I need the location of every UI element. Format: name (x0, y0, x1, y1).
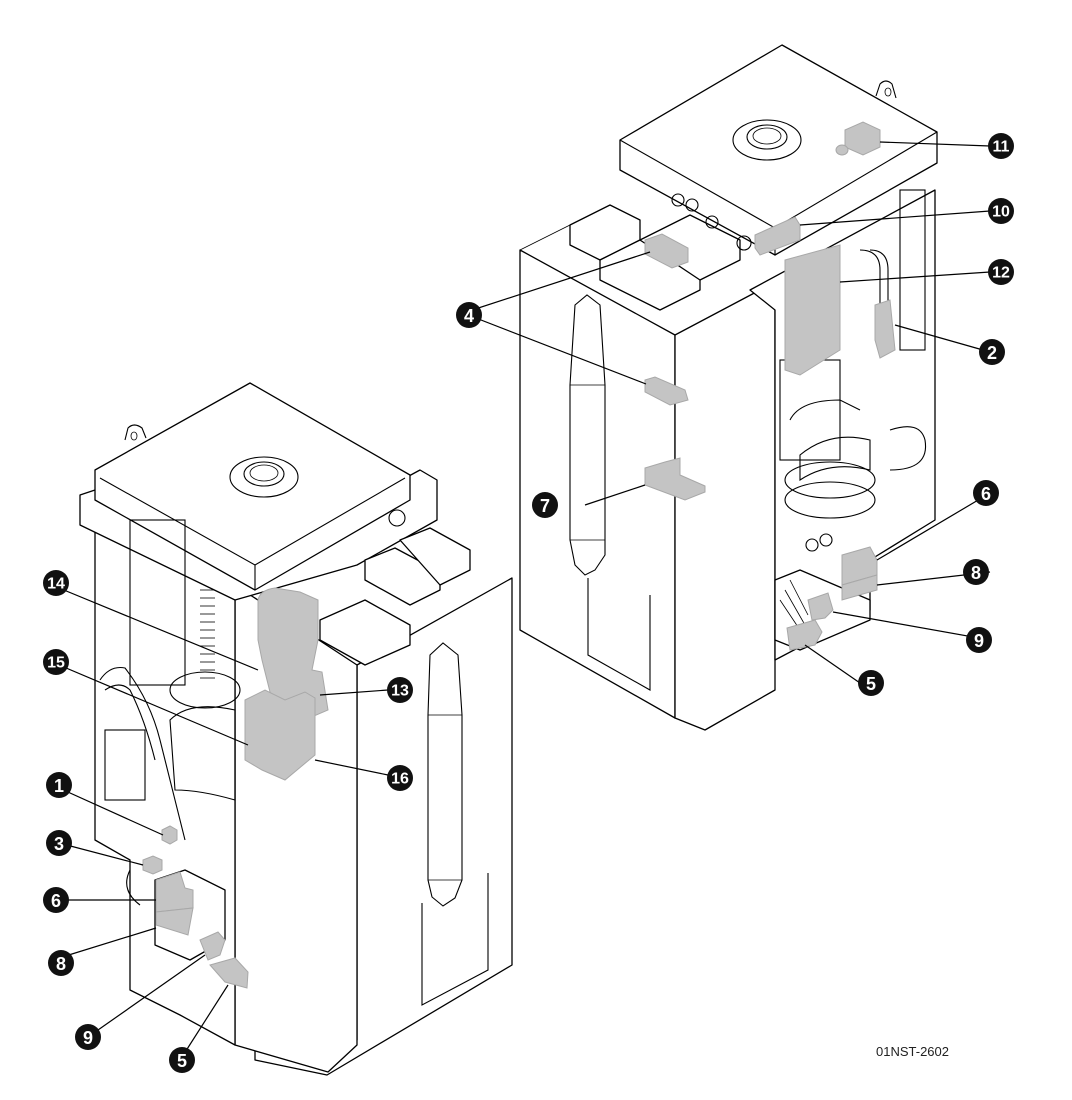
right-lid-knob-inner (746, 124, 788, 150)
figure-id-label: 01NST-2602 (876, 1044, 949, 1059)
part-6-right (841, 546, 878, 586)
svg-text:5: 5 (177, 1051, 187, 1071)
svg-text:13: 13 (391, 683, 409, 700)
svg-text:10: 10 (992, 204, 1010, 221)
right-unit-handle (569, 294, 606, 576)
part-5-left (209, 957, 249, 989)
callouts: 11 10 12 2 4 7 6 8 9 5 14 15 13 16 1 3 6… (43, 133, 1014, 1073)
svg-text:7: 7 (540, 496, 550, 516)
part-2-right (874, 299, 896, 359)
callout-7-right: 7 (532, 492, 558, 518)
callout-16: 16 (387, 765, 413, 791)
callout-12: 12 (988, 259, 1014, 285)
svg-text:8: 8 (971, 563, 981, 583)
callout-5-left: 5 (169, 1047, 195, 1073)
svg-text:16: 16 (391, 771, 409, 788)
part-8-right (841, 574, 878, 601)
left-unit-handle (427, 642, 463, 907)
callout-11: 11 (988, 133, 1014, 159)
part-12-right (784, 244, 841, 376)
svg-text:9: 9 (974, 631, 984, 651)
svg-text:14: 14 (47, 576, 65, 593)
left-unit-view (79, 382, 513, 1076)
right-unit-view (519, 44, 938, 731)
left-unit-wire (99, 666, 186, 841)
part-7-right (644, 457, 706, 501)
part-3-left (142, 855, 163, 875)
leader-lines (58, 141, 991, 1058)
part-9-right (807, 592, 834, 621)
svg-text:12: 12 (992, 265, 1010, 282)
svg-text:3: 3 (54, 834, 64, 854)
right-unit-side-face (674, 289, 776, 731)
right-lid-knob-outer (732, 119, 802, 161)
svg-text:5: 5 (866, 674, 876, 694)
part-5-right (786, 619, 823, 651)
svg-text:1: 1 (54, 776, 64, 796)
left-unit-lid-top (94, 382, 411, 591)
callout-13: 13 (387, 677, 413, 703)
callout-1: 1 (46, 772, 72, 798)
callout-14: 14 (43, 570, 69, 596)
svg-text:8: 8 (56, 954, 66, 974)
callout-5-right: 5 (858, 670, 884, 696)
right-unit-lid-top (619, 44, 938, 256)
callout-9-left: 9 (75, 1024, 101, 1050)
callout-9-right: 9 (966, 627, 992, 653)
callout-4: 4 (456, 302, 482, 328)
right-unit-label-plate (587, 578, 651, 691)
callout-8-right: 8 (963, 559, 989, 585)
part-15-16-left (244, 689, 316, 781)
callout-3: 3 (46, 830, 72, 856)
callout-6-right: 6 (973, 480, 999, 506)
callout-2: 2 (979, 339, 1005, 365)
callout-15: 15 (43, 649, 69, 675)
left-lid-tab (124, 424, 147, 441)
svg-text:6: 6 (51, 891, 61, 911)
svg-text:4: 4 (464, 306, 474, 326)
svg-text:2: 2 (987, 343, 997, 363)
left-unit-label-plate (421, 873, 489, 1006)
svg-text:6: 6 (981, 484, 991, 504)
callout-10: 10 (988, 198, 1014, 224)
part-8-left (155, 907, 194, 936)
left-lid-knob-outer (229, 456, 299, 498)
svg-text:11: 11 (993, 139, 1010, 156)
right-lid-tab (875, 80, 897, 99)
callout-6-left: 6 (43, 887, 69, 913)
svg-text:15: 15 (47, 655, 65, 672)
callout-8-left: 8 (48, 950, 74, 976)
part-10-right (754, 216, 801, 256)
part-9-left (199, 931, 226, 961)
part-4b-right (644, 376, 689, 406)
left-unit-spring (200, 589, 215, 679)
part-1-left (161, 825, 178, 845)
svg-text:9: 9 (83, 1028, 93, 1048)
